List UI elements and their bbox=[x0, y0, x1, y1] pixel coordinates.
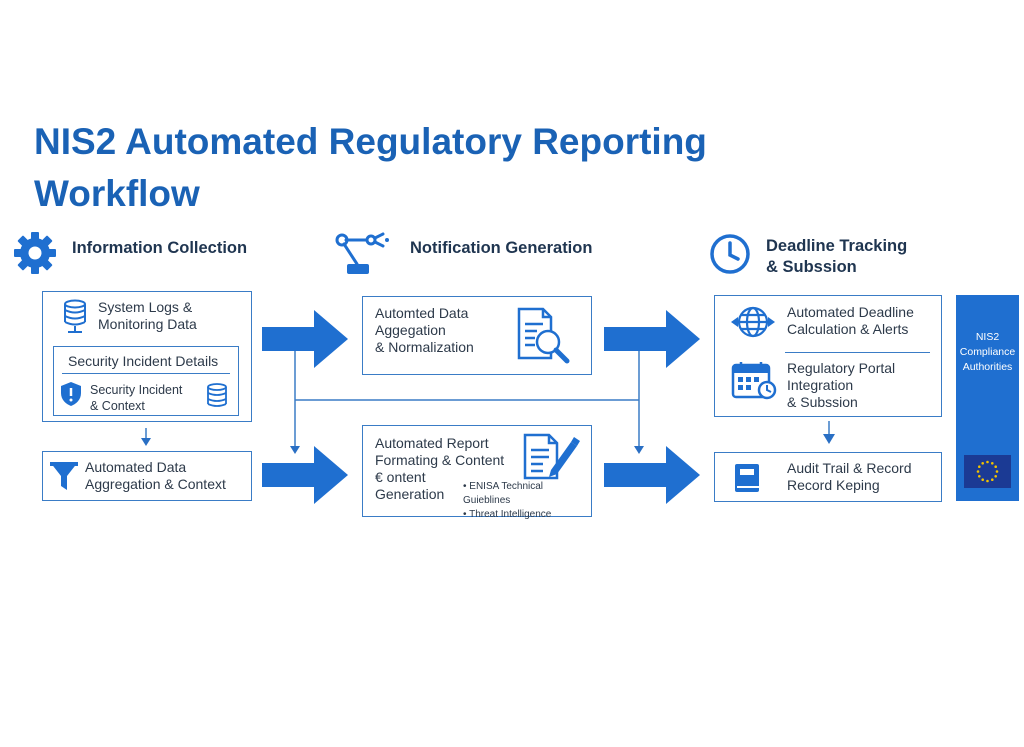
report-line-3: € ontent bbox=[375, 469, 426, 485]
authorities-line-3: Authorities bbox=[962, 361, 1013, 373]
database-icon bbox=[64, 299, 86, 333]
globe-arrows-icon bbox=[731, 306, 775, 338]
audit-trail-box: Audit Trail & Record Record Keping bbox=[714, 452, 942, 502]
authorities-text: NIS2 Compliance Authorities bbox=[956, 330, 1019, 375]
section-deadline-tracking: Deadline Tracking & Subssion bbox=[766, 236, 907, 278]
incident-header: Security Incident Details bbox=[68, 353, 219, 369]
divider bbox=[785, 352, 930, 353]
authorities-line-1: NIS2 bbox=[975, 331, 1000, 343]
aggregation-text: Automated Data Aggregation & Context bbox=[85, 459, 226, 493]
report-line-4: Generation bbox=[375, 486, 445, 502]
divider bbox=[62, 373, 230, 374]
eu-flag-icon bbox=[964, 455, 1011, 488]
logs-line-1: System Logs & bbox=[98, 299, 193, 315]
deadline-calc-text: Automated Deadline Calculation & Alerts bbox=[787, 304, 914, 338]
deadline-header-line-1: Deadline Tracking bbox=[766, 237, 908, 255]
deadline-box: Automated Deadline Calculation & Alerts … bbox=[714, 295, 942, 417]
arrow-normalization-to-deadline bbox=[604, 310, 700, 368]
robot-arm-icon bbox=[335, 232, 389, 274]
deadline-header-line-2: & Subssion bbox=[766, 258, 857, 276]
portal-line-2: Integration bbox=[787, 377, 854, 393]
arrow-collection-to-aggregation bbox=[262, 310, 348, 368]
calendar-icon bbox=[731, 362, 777, 400]
report-line-1: Automated Report bbox=[375, 435, 489, 451]
audit-text: Audit Trail & Record Record Keping bbox=[787, 460, 912, 494]
portal-text: Regulatory Portal Integration & Subssion bbox=[787, 360, 895, 411]
data-normalization-box: Automted Data Aggegation & Normalization bbox=[362, 296, 592, 375]
arrow-report-to-audit bbox=[604, 446, 700, 504]
portal-line-1: Regulatory Portal bbox=[787, 360, 896, 376]
report-generation-box: Automated Report Formating & Content € o… bbox=[362, 425, 592, 520]
normalization-line-1: Automted Data bbox=[375, 305, 469, 321]
deadline-calc-line-2: Calculation & Alerts bbox=[787, 321, 909, 337]
normalization-text: Automted Data Aggegation & Normalization bbox=[375, 305, 474, 356]
collection-box: System Logs & Monitoring Data Security I… bbox=[42, 291, 252, 422]
document-search-icon bbox=[517, 307, 570, 364]
report-text: Automated Report Formating & Content € o… bbox=[375, 435, 504, 503]
clock-icon bbox=[710, 234, 750, 274]
arrow-aggregation-to-report bbox=[262, 446, 348, 504]
gear-icon bbox=[14, 232, 56, 274]
title-line-2: Workflow bbox=[34, 173, 200, 214]
normalization-line-2: Aggegation bbox=[375, 322, 446, 338]
book-icon bbox=[735, 464, 759, 492]
portal-line-3: & Subssion bbox=[787, 394, 858, 410]
section-notification-generation: Notification Generation bbox=[410, 239, 593, 257]
audit-line-2: Record Keping bbox=[787, 477, 880, 493]
page-title: NIS2 Automated Regulatory Reporting Work… bbox=[34, 116, 834, 220]
compliance-authorities-panel: NIS2 Compliance Authorities bbox=[956, 295, 1019, 501]
bullet-enisa-guidelines: • ENISA Technical Guieblines bbox=[463, 481, 544, 506]
shield-icon bbox=[61, 382, 81, 406]
logs-text: System Logs & Monitoring Data bbox=[98, 299, 197, 333]
authorities-line-2: Compliance bbox=[959, 346, 1016, 358]
audit-line-1: Audit Trail & Record bbox=[787, 460, 912, 476]
logs-line-2: Monitoring Data bbox=[98, 316, 197, 332]
incident-line-1: Security Incident bbox=[90, 383, 183, 397]
incident-context-text: Security Incident & Context bbox=[90, 382, 182, 414]
funnel-icon bbox=[50, 462, 78, 490]
aggregation-line-2: Aggregation & Context bbox=[85, 476, 226, 492]
incident-line-2: & Context bbox=[90, 399, 145, 413]
document-pen-icon bbox=[523, 433, 580, 480]
deadline-calc-line-1: Automated Deadline bbox=[787, 304, 914, 320]
guidelines-bullets: • ENISA Technical Guieblines • Threat In… bbox=[463, 480, 591, 522]
incident-details-box: Security Incident Details Security Incid… bbox=[53, 346, 239, 416]
stack-icon bbox=[207, 383, 227, 407]
report-line-2: Formating & Content bbox=[375, 452, 505, 468]
aggregation-context-box: Automated Data Aggregation & Context bbox=[42, 451, 252, 501]
bullet-threat-intelligence: • Threat Intelligence bbox=[463, 509, 552, 520]
aggregation-line-1: Automated Data bbox=[85, 459, 187, 475]
section-information-collection: Information Collection bbox=[72, 239, 248, 257]
normalization-line-3: & Normalization bbox=[375, 339, 474, 355]
title-line-1: NIS2 Automated Regulatory Reporting bbox=[34, 121, 707, 162]
